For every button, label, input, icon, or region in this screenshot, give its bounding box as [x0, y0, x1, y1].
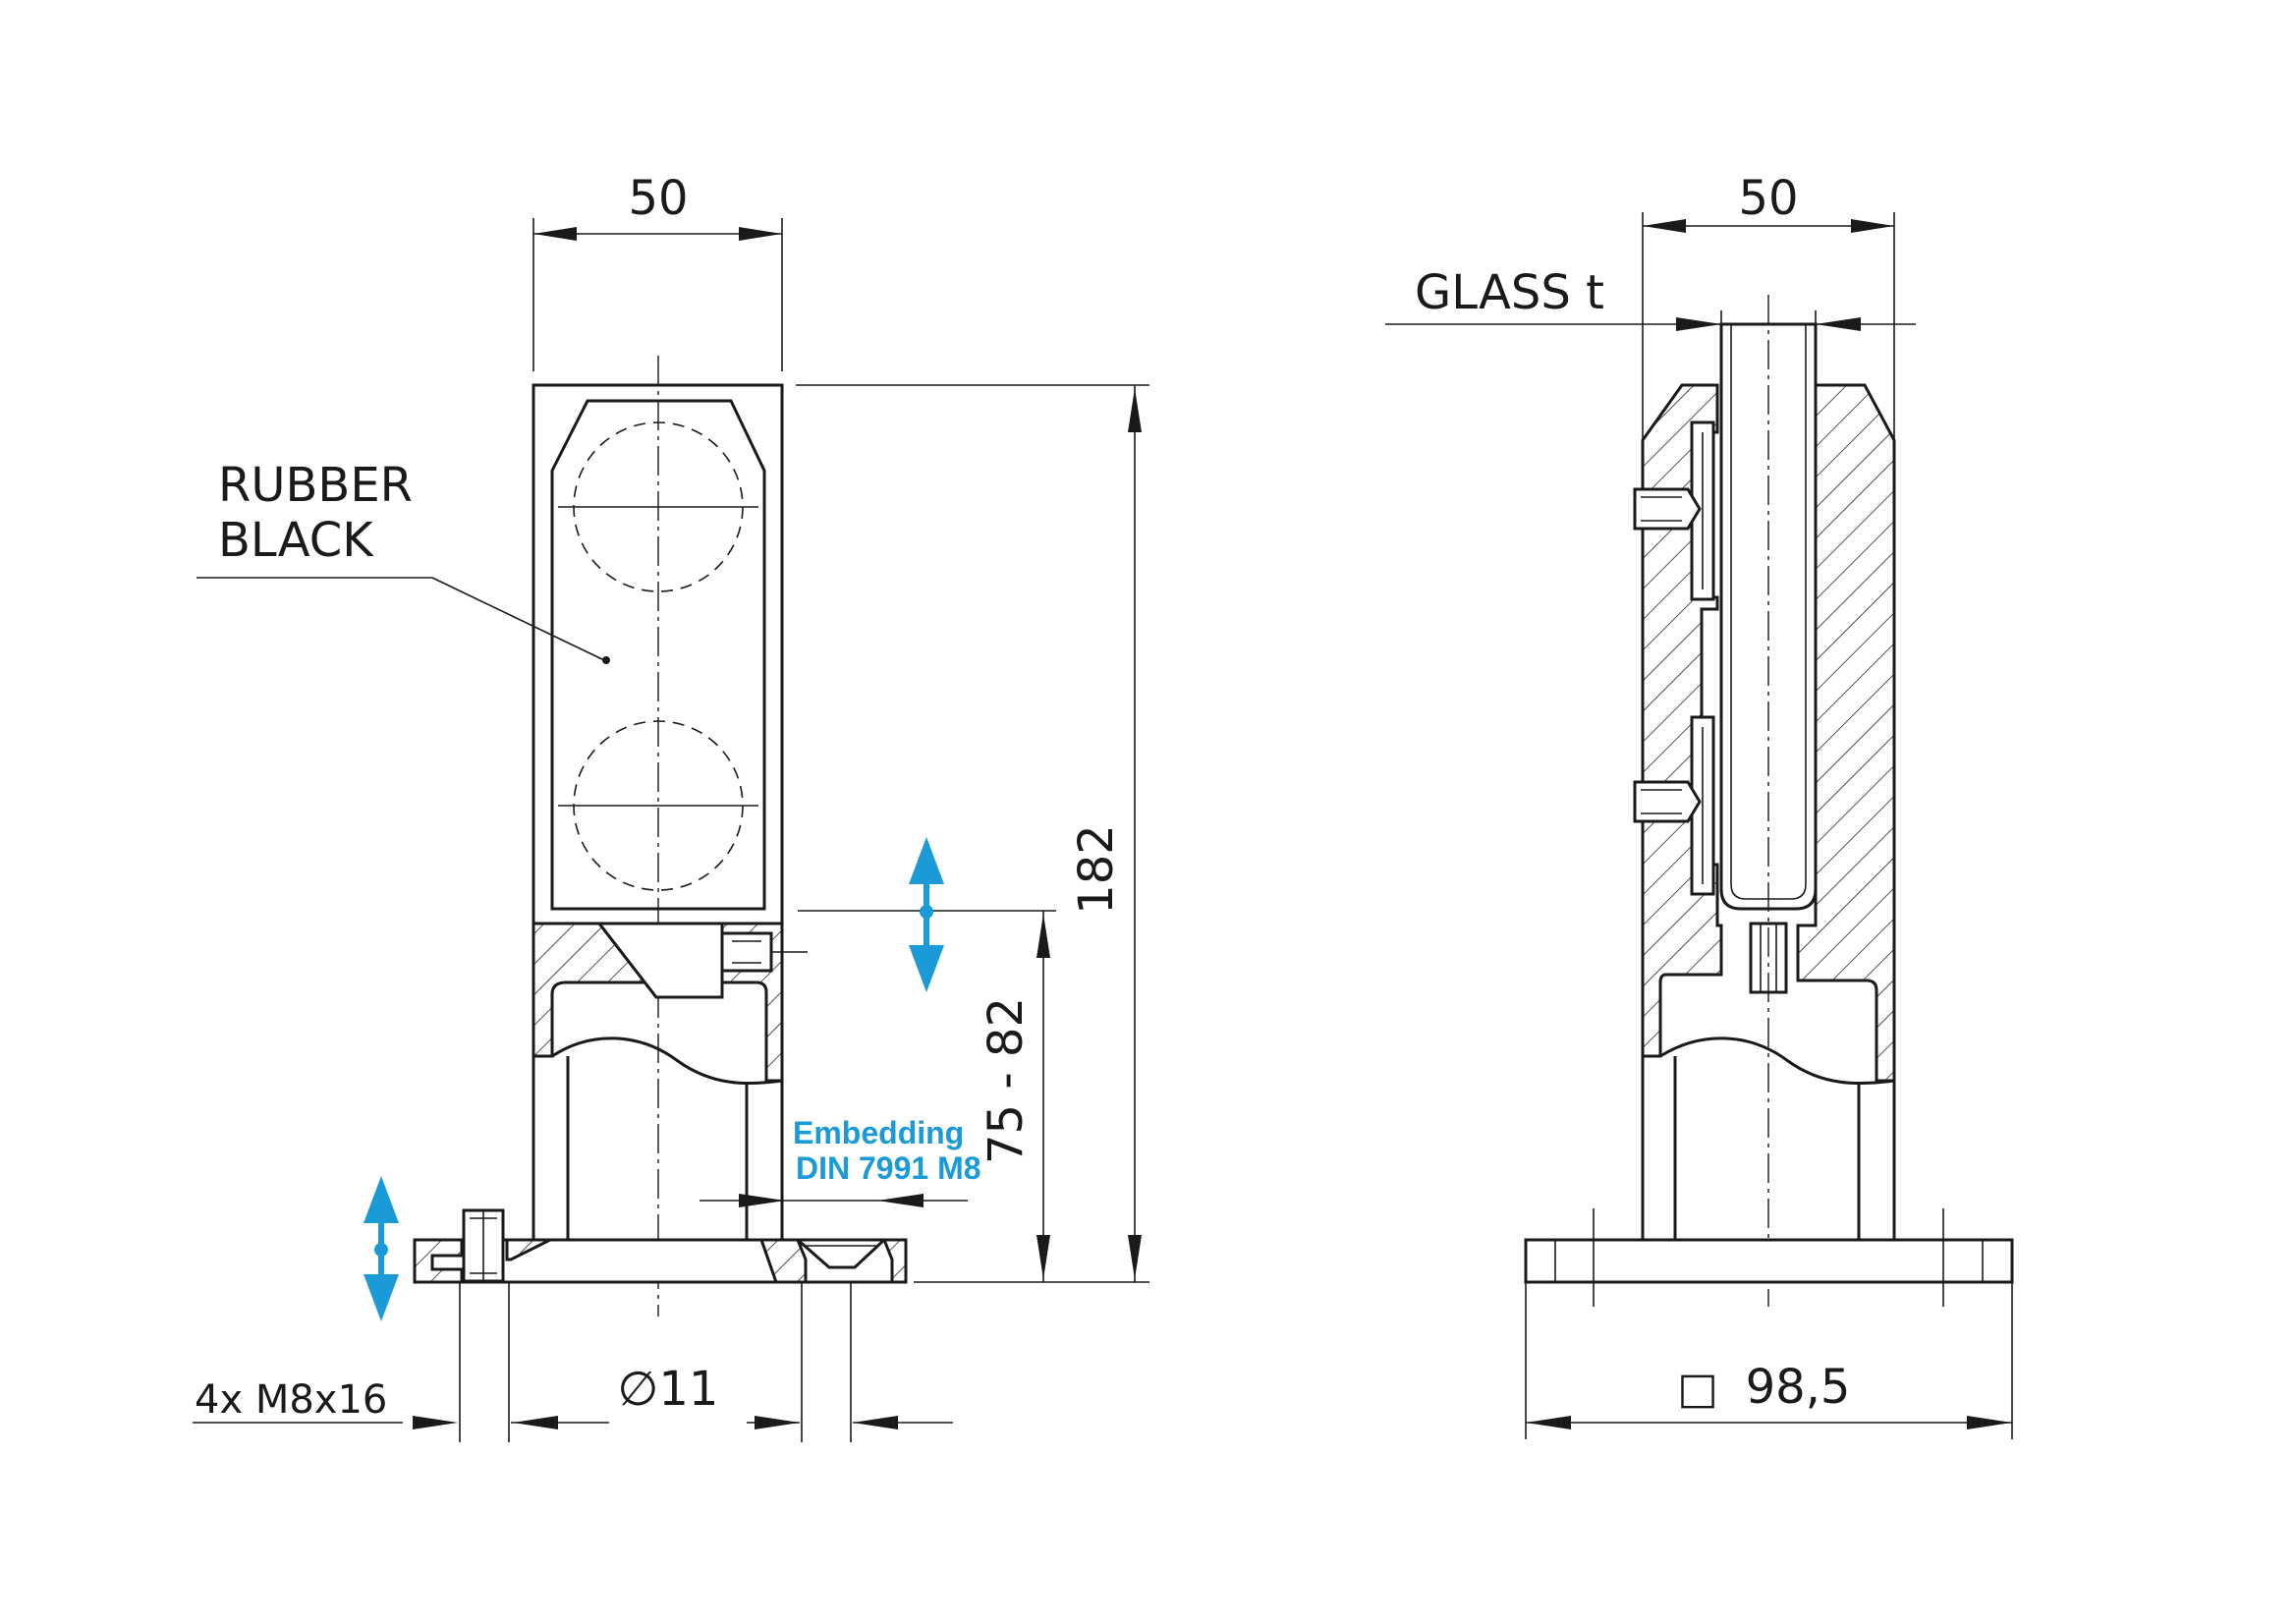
front-view: 50 RUBBER BLACK: [193, 171, 1149, 1442]
side-width-dim: 50: [1738, 171, 1798, 226]
glass-label: GLASS t: [1415, 265, 1604, 320]
double-arrow-icon: [909, 837, 944, 992]
embed-range-dim: 75 - 82: [979, 997, 1034, 1164]
embedding-label-line2: DIN 7991 M8: [796, 1150, 981, 1186]
embedding-label-line1: Embedding: [793, 1115, 964, 1150]
side-view: 50 GLASS t: [1385, 171, 2014, 1439]
front-width-dim: 50: [628, 171, 688, 226]
material-label-line1: RUBBER: [218, 458, 413, 513]
material-label-line2: BLACK: [218, 513, 374, 568]
square-symbol: □: [1677, 1364, 1718, 1414]
bolt-note: 4x M8x16: [195, 1377, 387, 1423]
base-dim: 98,5: [1746, 1360, 1851, 1415]
hole-dim: ∅11: [618, 1362, 719, 1417]
double-arrow-icon: [364, 1176, 399, 1321]
height-dim: 182: [1069, 824, 1124, 915]
